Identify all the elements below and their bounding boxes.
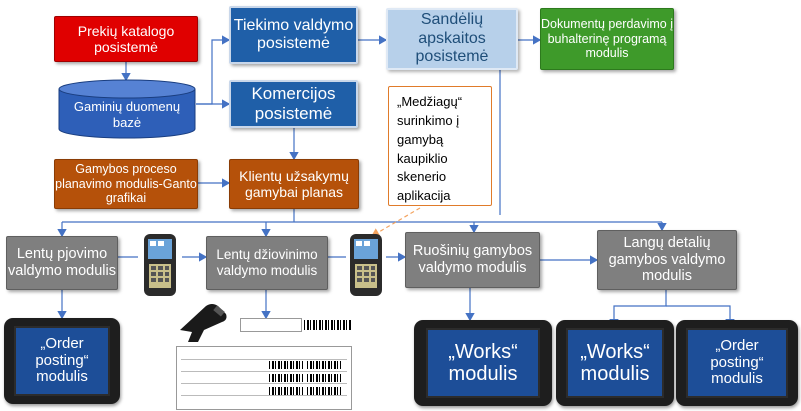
barcode-icon <box>307 361 341 369</box>
barcode-icon <box>307 387 341 395</box>
sandeliu-box: Sandėlių apskaitos posistemė <box>386 8 518 70</box>
lentu-pjovimo-box: Lentų pjovimo valdymo modulis <box>6 236 118 290</box>
barcode-icon <box>269 387 303 395</box>
tablet-order-posting-2-label: „Order posting“ modulis <box>710 337 764 388</box>
langu-label: Langų detalių gamybos valdymo modulis <box>608 234 726 285</box>
klientu-label: Klientų užsakymų gamybai planas <box>239 167 349 200</box>
tablet-order-posting-1-label: „Order posting“ modulis <box>35 335 89 386</box>
gamybos-proceso-label: Gamybos proceso planavimo modulis-Ganto … <box>55 162 197 206</box>
medziagu-note: „Medžiagų“ surinkimo į gamybą kaupiklio … <box>388 86 492 206</box>
gamybos-proceso-box: Gamybos proceso planavimo modulis-Ganto … <box>54 159 198 209</box>
tablet-works-1-label: „Works“ modulis <box>448 341 518 385</box>
dokumentu-box: Dokumentų perdavimo į buhalterinę progra… <box>540 8 674 70</box>
komercijos-label: Komercijos posistemė <box>251 84 336 123</box>
tiekimo-label: Tiekimo valdymo posistemė <box>233 16 354 52</box>
barcode-icon <box>307 374 341 382</box>
klientu-box: Klientų užsakymų gamybai planas <box>229 159 359 209</box>
gaminiu-db-cylinder: Gaminių duomenų bazė <box>58 79 196 139</box>
dokumentu-label: Dokumentų perdavimo į buhalterinę progra… <box>541 17 674 61</box>
tablet-order-posting-1: „Order posting“ modulis <box>4 318 120 404</box>
lentu-dziovinimo-box: Lentų džiovinimo valdymo modulis <box>206 236 328 290</box>
sandeliu-label: Sandėlių apskaitos posistemė <box>415 11 489 66</box>
database-icon <box>58 79 196 139</box>
gaminiu-db-label: Gaminių duomenų bazė <box>73 99 181 131</box>
prekiu-katalogo-box: Prekių katalogo posistemė <box>54 16 198 62</box>
langu-box: Langų detalių gamybos valdymo modulis <box>597 230 737 290</box>
barcode-icon <box>269 374 303 382</box>
label-form-icon <box>240 318 302 332</box>
barcode-icon <box>269 361 303 369</box>
printed-document-icon <box>176 346 352 410</box>
ruosiniu-box: Ruošinių gamybos valdymo modulis <box>405 232 540 288</box>
handheld-terminal-icon <box>344 232 388 302</box>
barcode-scanner-icon <box>176 300 232 344</box>
prekiu-katalogo-label: Prekių katalogo posistemė <box>77 22 175 55</box>
tablet-works-1: „Works“ modulis <box>414 320 552 406</box>
tablet-works-2: „Works“ modulis <box>556 320 674 406</box>
medziagu-note-text: „Medžiagų“ surinkimo į gamybą kaupiklio … <box>397 94 463 204</box>
ruosiniu-label: Ruošinių gamybos valdymo modulis <box>412 243 533 276</box>
tablet-works-2-label: „Works“ modulis <box>580 341 650 385</box>
lentu-dziovinimo-label: Lentų džiovinimo valdymo modulis <box>216 247 318 278</box>
tablet-order-posting-2: „Order posting“ modulis <box>676 320 798 406</box>
lentu-pjovimo-label: Lentų pjovimo valdymo modulis <box>8 246 116 279</box>
tiekimo-box: Tiekimo valdymo posistemė <box>229 6 358 64</box>
komercijos-box: Komercijos posistemė <box>229 80 358 128</box>
barcode-label-icon <box>304 320 352 330</box>
handheld-terminal-icon <box>138 232 182 302</box>
